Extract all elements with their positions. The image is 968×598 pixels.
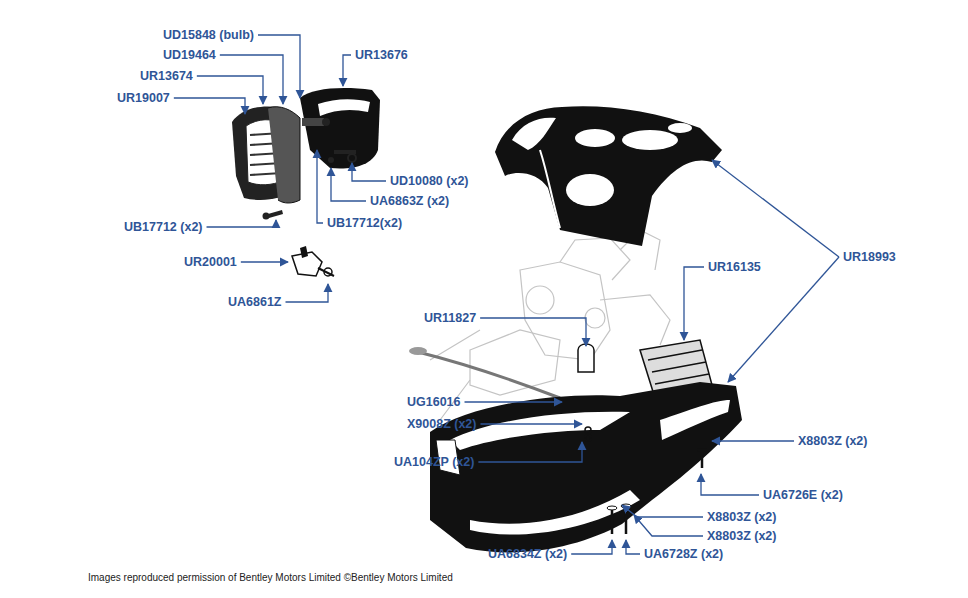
leader-line (465, 401, 562, 402)
leader-line (480, 423, 582, 424)
part-number: UA6861Z (228, 294, 282, 310)
part-number: X8803Z (x2) (707, 528, 776, 544)
leader-line (207, 220, 276, 227)
part-number: UR11827 (424, 310, 476, 326)
leader-line (701, 474, 759, 495)
part-number: X8803Z (x2) (798, 433, 867, 449)
leader-line (480, 318, 586, 346)
leader-line (174, 98, 245, 114)
leader-line (634, 515, 703, 536)
part-number: UD19464 (163, 47, 216, 63)
part-number: UA6728Z (x2) (644, 546, 723, 562)
part-number: UD10080 (x2) (390, 173, 469, 189)
part-number: UA6834Z (x2) (488, 546, 567, 562)
leader-line (286, 284, 329, 302)
leader-line (728, 257, 839, 382)
leader-line (684, 267, 704, 340)
leader-line (626, 540, 640, 554)
part-number: UR16135 (708, 259, 761, 275)
copyright-caption: Images reproduced permission of Bentley … (88, 571, 453, 584)
part-number: X8803Z (x2) (707, 509, 776, 525)
leader-line (258, 35, 300, 98)
part-number: UA6726E (x2) (763, 487, 843, 503)
leader-line (478, 442, 582, 462)
part-number: X9008Z (x2) (407, 416, 476, 432)
part-number: UA104ZP (x2) (394, 454, 474, 470)
leader-line (331, 168, 366, 201)
part-number: UG16016 (407, 394, 461, 410)
part-number: UD15848 (bulb) (163, 27, 254, 43)
part-number: UR18993 (843, 249, 896, 265)
part-number: UR13676 (355, 47, 408, 63)
part-number: UR19007 (117, 90, 170, 106)
leader-line (317, 150, 323, 223)
part-number: UR13674 (140, 68, 193, 84)
leader-line (712, 440, 794, 441)
part-number: UB17712(x2) (327, 215, 402, 231)
part-number: UA6863Z (x2) (370, 193, 449, 209)
part-number: UR20001 (184, 254, 237, 270)
leader-line (343, 55, 351, 86)
leader-line (571, 540, 612, 554)
leader-line (712, 160, 839, 257)
leader-line (241, 261, 288, 262)
leader-line (220, 55, 283, 104)
part-number: UB17712 (x2) (124, 219, 203, 235)
leader-line (197, 76, 263, 104)
leader-line (352, 163, 386, 181)
